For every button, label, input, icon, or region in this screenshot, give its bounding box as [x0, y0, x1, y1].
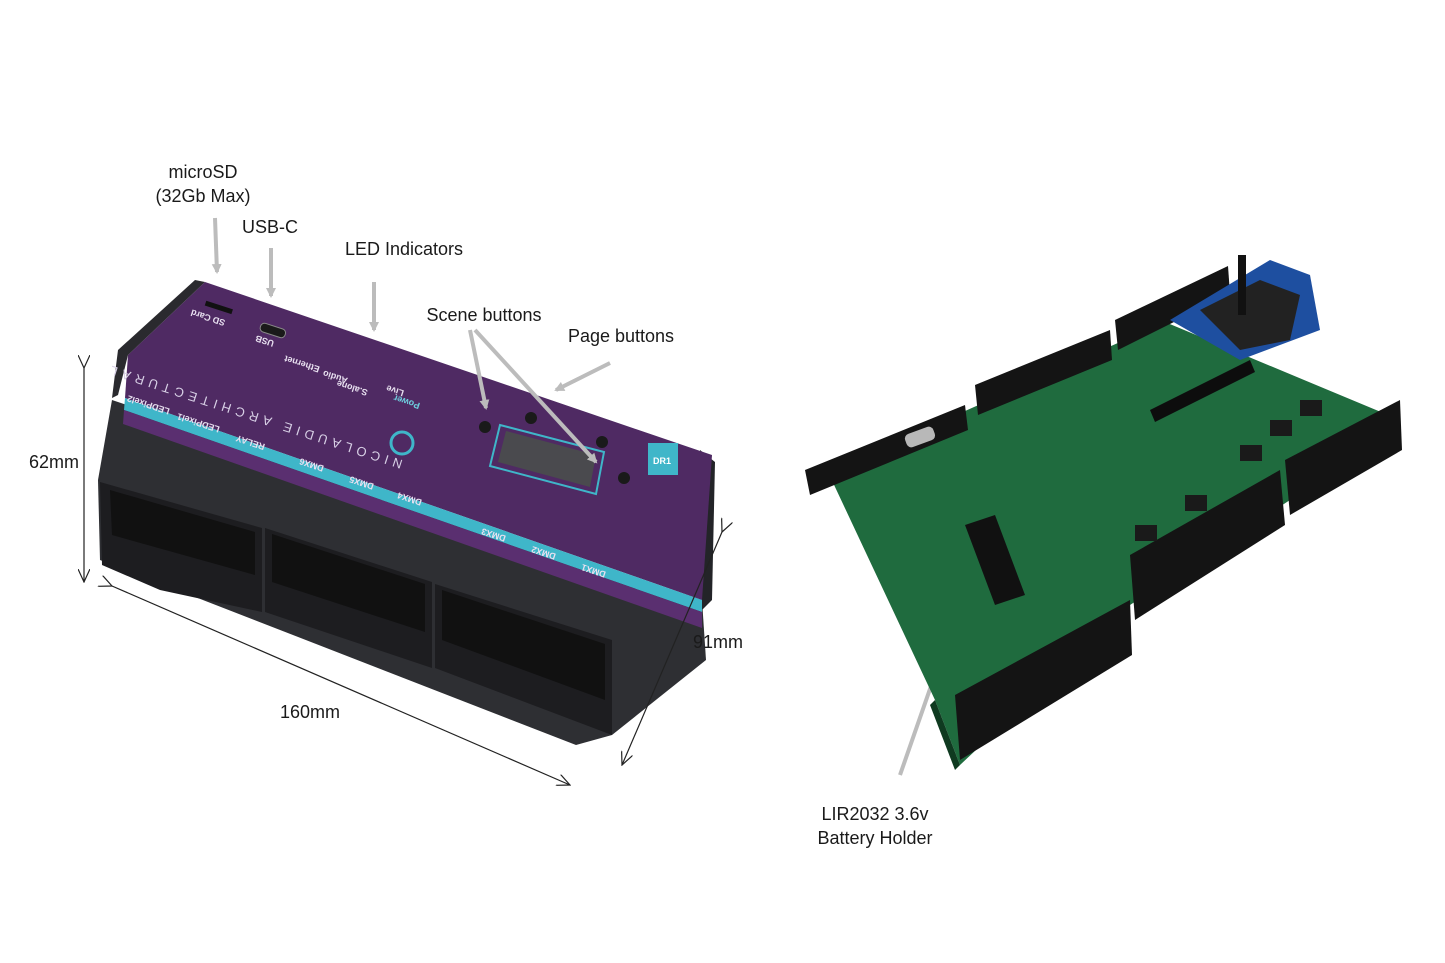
arrow-scene-1: [468, 329, 490, 410]
port-label-strip-purple: [123, 410, 702, 628]
page-button[interactable]: [596, 436, 608, 448]
label-length: 160mm: [280, 702, 340, 722]
device-top-rim: [112, 280, 205, 398]
din-rail-device: SD Card USB Ethernet Audio S.alone Live …: [98, 280, 715, 745]
terminal-row-front: [1285, 400, 1402, 515]
terminal-row-front: [955, 600, 1132, 760]
label-battery-model: LIR2032 3.6v: [821, 804, 928, 824]
label-microsd: microSD: [168, 162, 237, 182]
pcb-body: [828, 322, 1400, 765]
pcb-edge: [930, 700, 960, 770]
label-battery-holder: Battery Holder: [817, 828, 932, 848]
scene-button[interactable]: [479, 421, 491, 433]
microsd-slot: [204, 300, 233, 315]
oled-display: [498, 431, 596, 487]
pcb-usb-c: [904, 426, 936, 448]
label-scene-buttons: Scene buttons: [426, 305, 541, 325]
arrow-page: [554, 361, 611, 392]
device-top-face: [125, 282, 712, 600]
label-height: 62mm: [29, 452, 79, 472]
model-badge-text: DR1: [653, 456, 671, 466]
usb-c-port: [259, 322, 287, 339]
label-depth: 91mm: [693, 632, 743, 652]
pcb-board: [805, 255, 1402, 770]
port-label-strip: [124, 398, 702, 612]
terminal-row-front: [1130, 470, 1285, 620]
ic-chip: [1240, 445, 1262, 461]
dimension-lines: [84, 368, 722, 785]
arrow-microsd: [211, 217, 222, 274]
dim-line-depth: [622, 532, 722, 765]
label-usbc: USB-C: [242, 217, 298, 237]
scene-button[interactable]: [525, 412, 537, 424]
page-button[interactable]: [618, 472, 630, 484]
ic-chip: [1270, 420, 1292, 436]
oled-screen: [1200, 280, 1300, 350]
label-page-buttons: Page buttons: [568, 326, 674, 346]
ic-chip: [1300, 400, 1322, 416]
ic-chip: [1185, 495, 1207, 511]
battery-holder: [965, 515, 1025, 605]
edge-connector: [1150, 360, 1255, 422]
oled-display-frame: [488, 423, 606, 496]
model-badge: [648, 443, 678, 475]
pcb-post: [1238, 255, 1246, 315]
label-microsd-capacity: (32Gb Max): [155, 186, 250, 206]
brand-logo: [389, 430, 415, 456]
label-led-indicators: LED Indicators: [345, 239, 463, 259]
dim-line-length: [112, 586, 570, 785]
ic-chip: [1135, 525, 1157, 541]
terminal-row-back: [1115, 266, 1230, 350]
arrow-scene-2: [473, 328, 598, 464]
terminal-row-back: [975, 330, 1112, 415]
ic-chips: [1135, 400, 1322, 541]
